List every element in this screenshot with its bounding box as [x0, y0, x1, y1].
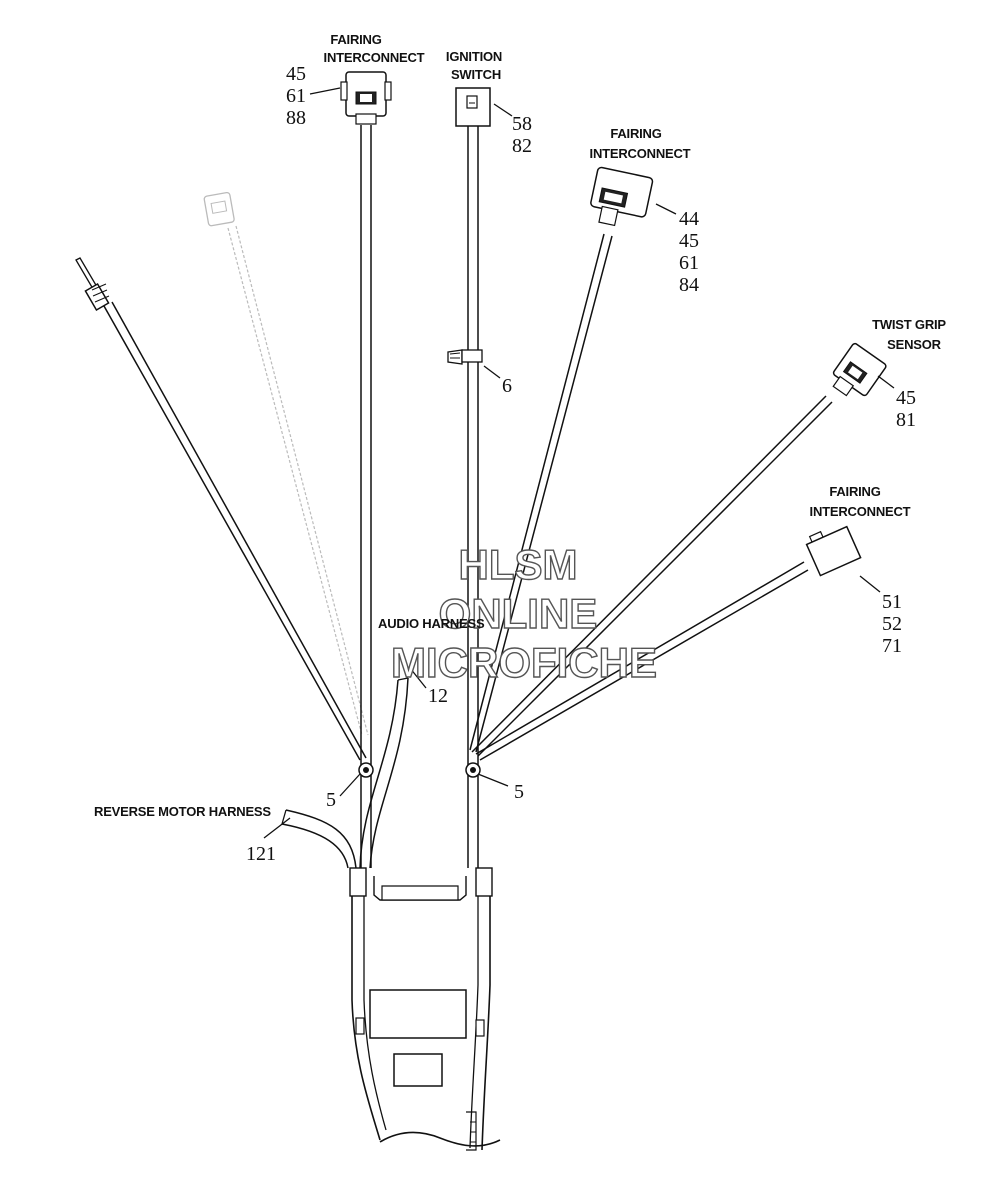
- callout-ignition-1: 58: [512, 113, 532, 135]
- audio-harness-wire-edge: [369, 677, 409, 869]
- antenna-tip: [75, 257, 110, 312]
- callout-fairing-mid-1: 44: [679, 208, 699, 230]
- fairing-mid-label-2: INTERCONNECT: [590, 146, 691, 161]
- callout-reverse-motor: 121: [246, 843, 276, 865]
- callout-numbers: 45 61 88 58 82 44 45 61 84 6 45 81 51 52…: [246, 63, 916, 865]
- callout-audio: 12: [428, 685, 448, 707]
- twist-grip-connector: [832, 342, 887, 397]
- antenna-wire-edge: [111, 301, 367, 759]
- fairing-top-label-2: INTERCONNECT: [324, 50, 425, 65]
- antenna-wire: [103, 305, 361, 761]
- fairing-right-wire: [475, 561, 805, 755]
- callout-twist-grip-1: 45: [896, 387, 916, 409]
- wire-clip: [447, 349, 483, 365]
- harness-housing: [349, 867, 501, 1151]
- ghost-wire: [227, 227, 363, 736]
- audio-harness-label: AUDIO HARNESS: [378, 616, 485, 631]
- reverse-motor-wire: [285, 809, 357, 869]
- callout-fairing-right-2: 52: [882, 613, 902, 635]
- twist-grip-wire-edge: [477, 401, 833, 757]
- callout-fairing-top-1: 45: [286, 63, 306, 85]
- reverse-motor-wire-edge: [281, 823, 349, 869]
- leader-lines: [263, 87, 895, 839]
- callout-fairing-right-1: 51: [882, 591, 902, 613]
- ignition-label-1: IGNITION: [446, 49, 502, 64]
- callout-fairing-top-3: 88: [286, 107, 306, 129]
- fairing-mid-wire: [469, 233, 605, 751]
- fairing-right-label-1: FAIRING: [829, 484, 880, 499]
- callout-fairing-top-2: 61: [286, 85, 306, 107]
- ghost-connector: [203, 191, 235, 227]
- ghost-wire-edge: [235, 225, 369, 736]
- fairing-top-label-1: FAIRING: [330, 32, 381, 47]
- fairing-mid-connector: [590, 166, 654, 227]
- watermark-line-1: HLSM: [459, 541, 578, 588]
- twist-grip-label-1: TWIST GRIP: [872, 317, 946, 332]
- fairing-mid-label-1: FAIRING: [610, 126, 661, 141]
- ignition-switch-connector: [455, 87, 491, 127]
- callout-ignition-2: 82: [512, 135, 532, 157]
- callout-clamp-left: 5: [326, 789, 336, 811]
- callout-clip: 6: [502, 375, 512, 397]
- watermark-line-3: MICROFICHE: [391, 639, 657, 686]
- wires: [103, 125, 833, 869]
- fairing-right-connector: [805, 525, 862, 577]
- fairing-top-connector: [340, 71, 392, 125]
- audio-harness-wire: [359, 679, 399, 869]
- fairing-mid-wire-edge: [475, 235, 613, 753]
- callout-fairing-mid-2: 45: [679, 230, 699, 252]
- connectors: [75, 71, 887, 778]
- callout-fairing-right-3: 71: [882, 635, 902, 657]
- watermark-line-2: ONLINE: [439, 590, 598, 637]
- callout-clamp-right: 5: [514, 781, 524, 803]
- twist-grip-label-2: SENSOR: [887, 337, 942, 352]
- twist-grip-wire: [471, 395, 827, 753]
- ignition-label-2: SWITCH: [451, 67, 501, 82]
- callout-fairing-mid-3: 61: [679, 252, 699, 274]
- fairing-right-wire-edge: [479, 569, 809, 761]
- clamp-right: [465, 762, 481, 778]
- clamp-left: [358, 762, 374, 778]
- watermark: HLSM ONLINE MICROFICHE: [390, 540, 657, 686]
- reverse-motor-label: REVERSE MOTOR HARNESS: [94, 804, 271, 819]
- fairing-right-label-2: INTERCONNECT: [810, 504, 911, 519]
- callout-fairing-mid-4: 84: [679, 274, 699, 296]
- callout-twist-grip-2: 81: [896, 409, 916, 431]
- part-labels: FAIRING INTERCONNECT IGNITION SWITCH FAI…: [94, 32, 947, 819]
